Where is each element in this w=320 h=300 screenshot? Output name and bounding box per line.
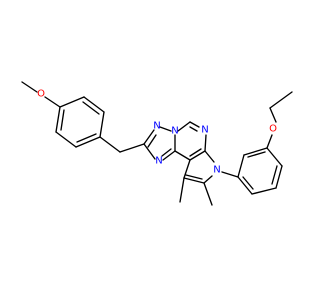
atom-label-layer: O N N N N N O	[37, 89, 277, 176]
pyrrole-ring	[183, 150, 215, 184]
bond-n-aryl	[221, 171, 239, 178]
bond-ring-o	[266, 134, 273, 149]
atom-label-pyrrole-n: N	[213, 165, 220, 176]
triazole-ring	[143, 126, 176, 161]
atom-label-methoxy-oxygen: O	[37, 89, 45, 100]
methoxyphenyl-ring	[55, 96, 105, 148]
pyrimidine-ring	[174, 121, 207, 161]
bond-o-ring	[44, 96, 61, 108]
atom-label-pyrimidine-n: N	[201, 125, 208, 136]
bond-ring-ch2	[99, 136, 121, 153]
bond-ch2-ch3	[269, 91, 293, 109]
bond-methyl-1	[179, 177, 185, 203]
structure-canvas: O N N N N N O	[21, 81, 293, 206]
ethoxyphenyl-ring	[237, 147, 283, 195]
bond-methyl-o	[21, 81, 38, 93]
molecule-structure: O N N N N N O	[21, 81, 293, 206]
bond-ch2-triazole	[119, 143, 145, 153]
atom-label-triazole-n4: N	[155, 156, 162, 167]
atom-label-triazole-n1: N	[153, 121, 160, 132]
bond-methyl-2	[203, 182, 213, 206]
atom-label-ethoxy-oxygen: O	[269, 124, 277, 135]
bond-layer	[21, 81, 293, 206]
bond-o-ch2	[269, 107, 277, 123]
atom-label-bridgehead-n: N	[171, 126, 178, 137]
